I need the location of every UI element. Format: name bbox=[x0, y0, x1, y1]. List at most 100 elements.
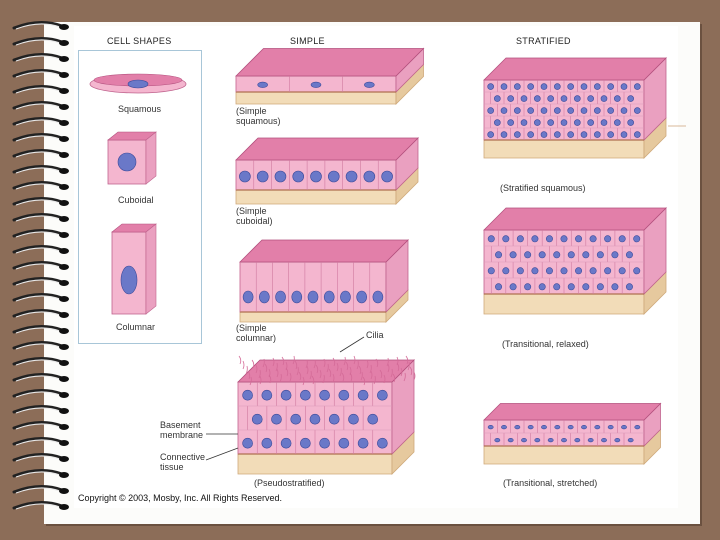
nucleus bbox=[524, 284, 530, 290]
nucleus bbox=[243, 291, 253, 303]
nucleus bbox=[612, 252, 618, 258]
nucleus bbox=[561, 268, 567, 274]
nucleus bbox=[308, 291, 318, 303]
transitional-stretched-block bbox=[484, 404, 661, 465]
copyright-notice: Copyright © 2003, Mosby, Inc. All Rights… bbox=[78, 493, 282, 503]
nucleus bbox=[358, 438, 368, 448]
nucleus bbox=[539, 284, 545, 290]
nucleus bbox=[561, 96, 567, 102]
nucleus bbox=[628, 120, 634, 126]
label-simple-columnar: (Simple columnar) bbox=[236, 323, 276, 343]
nucleus bbox=[594, 84, 600, 90]
nucleus bbox=[243, 390, 253, 400]
nucleus bbox=[594, 132, 600, 138]
nucleus bbox=[501, 108, 507, 114]
epithelium-top bbox=[484, 404, 661, 421]
nucleus bbox=[568, 252, 574, 258]
nucleus bbox=[588, 120, 594, 126]
nucleus bbox=[517, 236, 523, 242]
label-stratified-squamous: (Stratified squamous) bbox=[500, 183, 586, 193]
nucleus bbox=[554, 108, 560, 114]
nucleus bbox=[488, 84, 494, 90]
nucleus bbox=[488, 132, 494, 138]
nucleus bbox=[575, 438, 580, 442]
transitional-relaxed-block bbox=[484, 208, 666, 314]
nucleus bbox=[581, 108, 587, 114]
nucleus bbox=[581, 132, 587, 138]
simple-cuboidal-block bbox=[236, 138, 418, 204]
epithelium-front bbox=[240, 262, 386, 312]
nucleus bbox=[555, 425, 560, 429]
nucleus bbox=[364, 82, 374, 88]
nucleus bbox=[510, 252, 516, 258]
nucleus bbox=[621, 132, 627, 138]
nucleus bbox=[293, 171, 304, 182]
nucleus bbox=[262, 390, 272, 400]
nucleus bbox=[568, 84, 574, 90]
cilium bbox=[239, 356, 241, 364]
nucleus bbox=[554, 132, 560, 138]
nucleus bbox=[328, 171, 339, 182]
connective-tissue-front bbox=[484, 294, 644, 314]
nucleus bbox=[524, 252, 530, 258]
nucleus bbox=[561, 236, 567, 242]
nucleus bbox=[574, 120, 580, 126]
label-transitional-relaxed: (Transitional, relaxed) bbox=[502, 339, 589, 349]
nucleus bbox=[508, 120, 514, 126]
nucleus bbox=[281, 390, 291, 400]
nucleus bbox=[581, 425, 586, 429]
nucleus bbox=[311, 171, 322, 182]
nucleus bbox=[300, 438, 310, 448]
nucleus bbox=[615, 438, 620, 442]
connective-tissue-front bbox=[240, 312, 386, 322]
nucleus bbox=[503, 268, 509, 274]
nucleus bbox=[554, 252, 560, 258]
nucleus bbox=[528, 108, 534, 114]
nucleus bbox=[608, 132, 614, 138]
nucleus bbox=[626, 252, 632, 258]
label-squamous: Squamous bbox=[118, 104, 161, 114]
nucleus bbox=[601, 96, 607, 102]
nucleus bbox=[634, 268, 640, 274]
connective-tissue-front bbox=[484, 140, 644, 158]
nucleus bbox=[568, 108, 574, 114]
nucleus bbox=[568, 284, 574, 290]
nucleus bbox=[521, 120, 527, 126]
nucleus bbox=[541, 108, 547, 114]
pseudostratified-block bbox=[238, 360, 414, 474]
nucleus bbox=[272, 414, 282, 424]
nucleus bbox=[243, 438, 253, 448]
epithelium-top bbox=[484, 208, 666, 230]
nucleus bbox=[614, 96, 620, 102]
nucleus bbox=[604, 236, 610, 242]
nucleus bbox=[635, 425, 640, 429]
label-cuboidal: Cuboidal bbox=[118, 195, 154, 205]
nucleus bbox=[546, 236, 552, 242]
nucleus bbox=[594, 108, 600, 114]
nucleus bbox=[595, 425, 600, 429]
nucleus bbox=[608, 425, 613, 429]
epithelium-top bbox=[236, 49, 424, 77]
epithelium-top bbox=[484, 58, 666, 80]
nucleus bbox=[541, 425, 546, 429]
nucleus bbox=[310, 414, 320, 424]
nucleus bbox=[501, 84, 507, 90]
nucleus bbox=[575, 236, 581, 242]
nucleus bbox=[488, 236, 494, 242]
nucleus bbox=[612, 284, 618, 290]
nucleus bbox=[590, 236, 596, 242]
nucleus bbox=[488, 268, 494, 274]
nucleus bbox=[534, 96, 540, 102]
header-stratified: STRATIFIED bbox=[516, 36, 571, 46]
nucleus bbox=[532, 268, 538, 274]
connective-pointer bbox=[206, 448, 238, 460]
epithelium-top bbox=[240, 240, 408, 262]
nucleus bbox=[252, 414, 262, 424]
nucleus bbox=[364, 171, 375, 182]
nucleus bbox=[521, 96, 527, 102]
nucleus bbox=[501, 132, 507, 138]
nucleus bbox=[548, 438, 553, 442]
nucleus bbox=[581, 84, 587, 90]
nucleus bbox=[614, 120, 620, 126]
nucleus bbox=[528, 132, 534, 138]
